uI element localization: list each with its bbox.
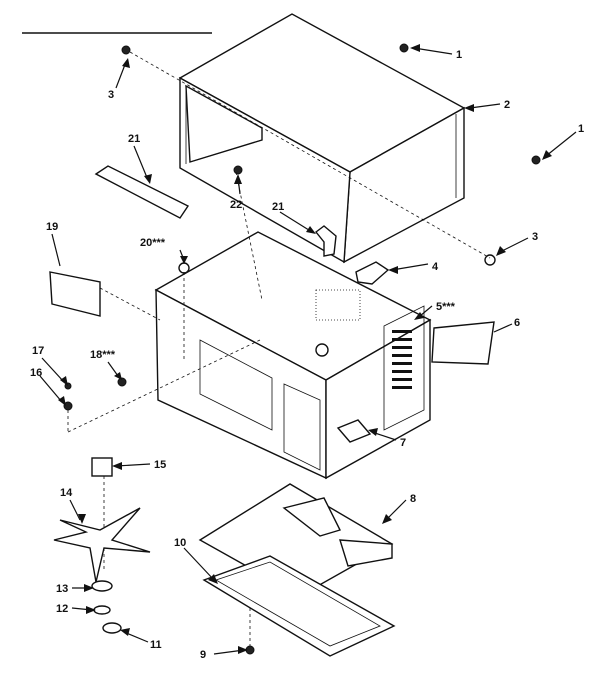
callout-21: 21 <box>128 133 140 145</box>
part-7-label <box>336 419 372 443</box>
bottom-plate <box>202 555 396 657</box>
callout-6: 6 <box>514 317 520 329</box>
chassis-frame <box>154 231 432 480</box>
callout-4: 4 <box>432 261 439 273</box>
callout-15: 15 <box>154 459 166 471</box>
callout-pointers <box>39 44 577 655</box>
callout-3: 3 <box>108 89 114 101</box>
part-6-plate <box>431 321 495 365</box>
callout-9: 9 <box>200 649 206 661</box>
part-21-trim-strip <box>94 165 337 257</box>
callout-21: 21 <box>272 201 284 213</box>
callout-13: 13 <box>56 583 68 595</box>
callout-17: 17 <box>32 345 44 357</box>
callout-1: 1 <box>578 123 584 135</box>
callout-7: 7 <box>400 437 406 449</box>
part-4-clip <box>355 261 390 285</box>
part-19-plate <box>49 271 101 317</box>
callout-16: 16 <box>30 367 42 379</box>
callout-10: 10 <box>174 537 186 549</box>
callout-14: 14 <box>60 487 73 499</box>
callout-22: 22 <box>230 199 242 211</box>
callout-18: 18*** <box>90 349 116 361</box>
base-tray <box>198 483 394 597</box>
callout-11: 11 <box>150 639 162 651</box>
screws <box>63 43 541 411</box>
callout-labels: 1 1 2 3 3 4 5*** 6 7 8 9 10 11 12 13 14 … <box>30 49 584 661</box>
callout-3: 3 <box>532 231 538 243</box>
callout-20: 20*** <box>140 237 166 249</box>
callout-5: 5*** <box>436 301 456 313</box>
outer-cabinet <box>178 13 466 264</box>
callout-2: 2 <box>504 99 510 111</box>
callout-19: 19 <box>46 221 58 233</box>
fan-assembly <box>53 457 151 634</box>
callout-12: 12 <box>56 603 68 615</box>
callout-1: 1 <box>456 49 462 61</box>
callout-8: 8 <box>410 493 416 505</box>
